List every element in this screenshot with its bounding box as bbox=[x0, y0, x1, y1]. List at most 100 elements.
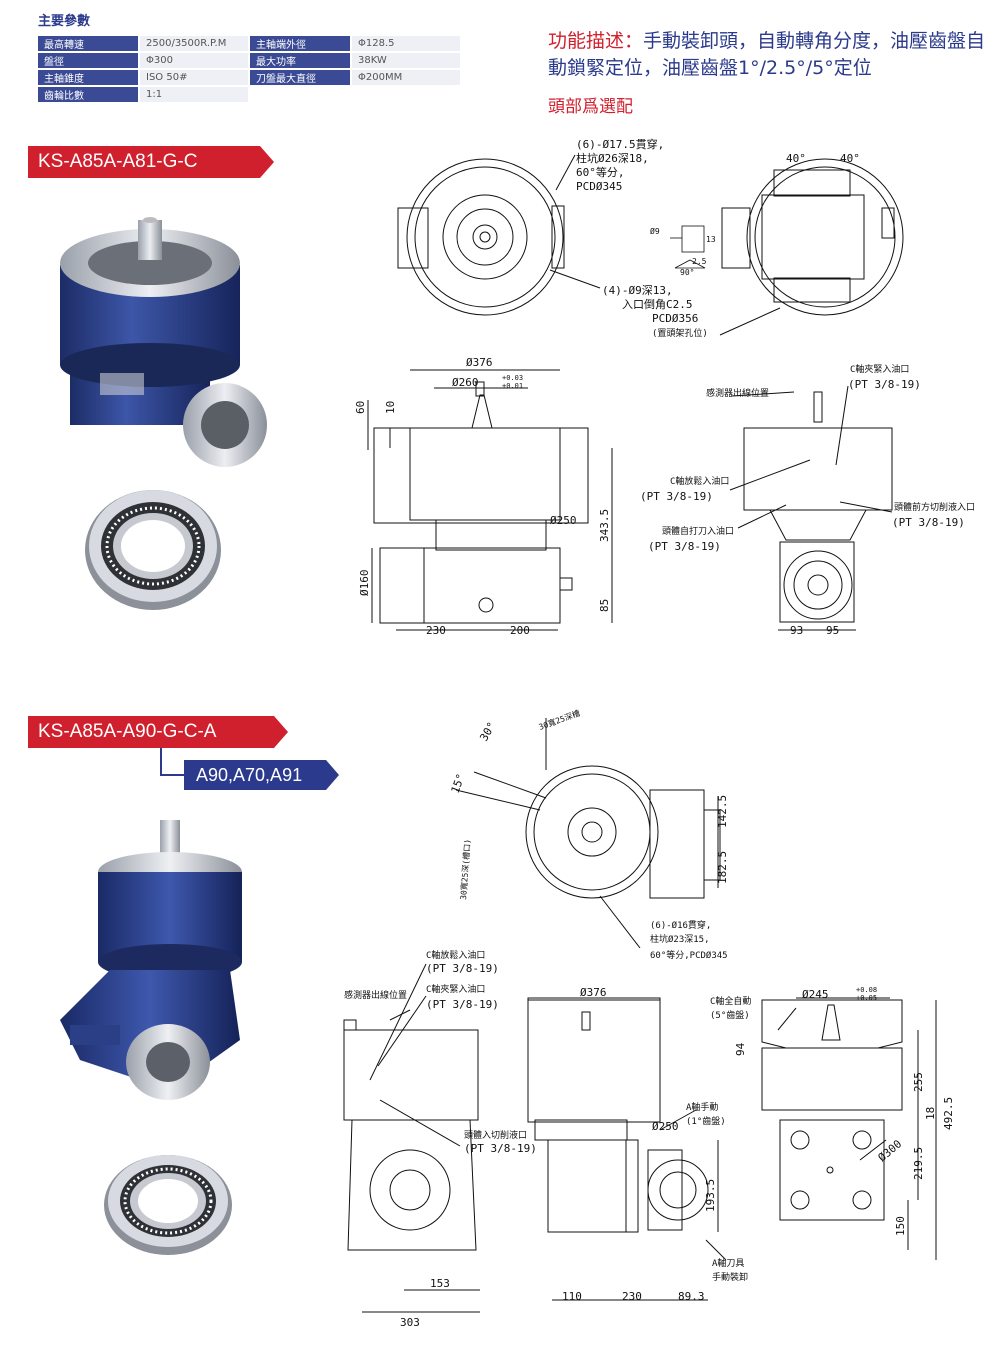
spec-title: 主要參數 bbox=[38, 14, 91, 29]
spec-key: 主軸錐度 bbox=[38, 70, 138, 85]
dimension-label: Ø260 bbox=[452, 376, 479, 389]
table-row: 主軸錐度 ISO 50# 刀盤最大直徑 Φ200MM bbox=[38, 70, 460, 85]
port-spec: (PT 3/8-19) bbox=[892, 516, 965, 529]
port-label: C軸放鬆入油口 bbox=[426, 949, 485, 961]
axis-note: C軸全自動 bbox=[710, 995, 751, 1007]
spec-value: Φ200MM bbox=[352, 70, 460, 85]
tag-connector bbox=[160, 748, 186, 776]
angle-label: 40° bbox=[840, 152, 860, 165]
dimension-label: 13 bbox=[706, 235, 716, 244]
dimension-label: 150 bbox=[894, 1216, 907, 1236]
dimension-label: 193.5 bbox=[704, 1179, 717, 1212]
hole-note-1b: 柱坑Ø26深18, bbox=[576, 151, 649, 165]
technical-drawing-a81: (6)-Ø17.5貫穿, 柱坑Ø26深18, 60°等分, PCDØ345 (4… bbox=[354, 137, 975, 637]
dimension-label: 93 bbox=[790, 624, 803, 637]
spec-key: 最大功率 bbox=[250, 53, 350, 68]
table-row: 盤徑 Φ300 最大功率 38KW bbox=[38, 53, 460, 68]
spec-key: 齒輪比數 bbox=[38, 87, 138, 102]
dimension-label: 60 bbox=[354, 401, 367, 414]
dimension-label: Ø376 bbox=[580, 986, 607, 999]
hole-note-2d: (置頭架孔位) bbox=[652, 327, 708, 339]
port-label: C軸放鬆入油口 bbox=[670, 475, 729, 487]
sensor-label: 感測器出線位置 bbox=[344, 989, 407, 1001]
dimension-label: 110 bbox=[562, 1290, 582, 1303]
dimension-label: Ø250 bbox=[550, 514, 577, 527]
dimension-label: Ø9 bbox=[650, 226, 660, 236]
hole-note: 60°等分,PCDØ345 bbox=[650, 949, 728, 961]
hole-note-1c: 60°等分, bbox=[576, 165, 625, 179]
dimension-label: 200 bbox=[510, 624, 530, 637]
hole-note-2a: (4)-Ø9深13, bbox=[602, 284, 673, 297]
spec-value: ISO 50# bbox=[140, 70, 248, 85]
spec-value: 38KW bbox=[352, 53, 460, 68]
angle-label: 30° bbox=[477, 720, 498, 744]
dimension-label: 492.5 bbox=[942, 1097, 955, 1130]
dimension-label: 153 bbox=[430, 1277, 450, 1290]
dimension-label: 94 bbox=[734, 1042, 747, 1056]
spec-key: 盤徑 bbox=[38, 53, 138, 68]
dimension-label: 85 bbox=[598, 599, 611, 612]
axis-note: A軸刀具 bbox=[712, 1257, 744, 1269]
tolerance-label: +0.05 bbox=[856, 994, 877, 1002]
port-label: C軸夾緊入油口 bbox=[850, 363, 909, 375]
hole-note-1a: (6)-Ø17.5貫穿, bbox=[576, 137, 664, 151]
dimension-label: Ø376 bbox=[466, 356, 493, 369]
optional-note: 頭部爲選配 bbox=[548, 97, 633, 117]
model-tag-2: KS-A85A-A90-G-C-A bbox=[28, 716, 288, 748]
dimension-label: 89.3 bbox=[678, 1290, 705, 1303]
port-spec: (PT 3/8-19) bbox=[640, 490, 713, 503]
port-spec: (PT 3/8-19) bbox=[426, 962, 499, 975]
dimension-label: 182.5 bbox=[716, 851, 729, 884]
table-row: 最高轉速 2500/3500R.P.M 主軸端外徑 Φ128.5 bbox=[38, 36, 460, 51]
dimension-label: 303 bbox=[400, 1316, 420, 1329]
dimension-label: Ø300 bbox=[876, 1137, 905, 1164]
spec-key: 最高轉速 bbox=[38, 36, 138, 51]
dimension-label: Ø160 bbox=[358, 570, 371, 597]
axis-note: (5°齒盤) bbox=[710, 1009, 750, 1021]
dimension-label: 142.5 bbox=[716, 795, 729, 828]
dimension-label: 255 bbox=[912, 1072, 925, 1092]
port-label: 頭體入切削液口 bbox=[464, 1129, 527, 1141]
axis-note: (1°齒盤) bbox=[686, 1115, 726, 1127]
product-photo-gear-ring-2 bbox=[104, 1155, 232, 1255]
port-label: C軸夾緊入油口 bbox=[426, 983, 485, 995]
tolerance-label: +0.03 bbox=[502, 374, 523, 382]
port-spec: (PT 3/8-19) bbox=[426, 998, 499, 1011]
angle-label: 90° bbox=[680, 268, 694, 277]
sensor-label: 感測器出線位置 bbox=[706, 387, 769, 399]
hole-note-2c: PCDØ356 bbox=[652, 312, 698, 325]
dimension-label: 2.5 bbox=[692, 257, 707, 266]
spec-key: 刀盤最大直徑 bbox=[250, 70, 350, 85]
product-photo-gear-ring-1 bbox=[85, 490, 221, 610]
spec-table: 最高轉速 2500/3500R.P.M 主軸端外徑 Φ128.5 盤徑 Φ300… bbox=[36, 34, 462, 104]
model-tag-1: KS-A85A-A81-G-C bbox=[28, 146, 274, 178]
dimension-label: 230 bbox=[426, 624, 446, 637]
dimension-label: 343.5 bbox=[598, 509, 611, 542]
port-label: 頭體前方切削液入口 bbox=[894, 501, 975, 513]
dimension-label: 18 bbox=[924, 1107, 937, 1120]
dimension-label: 10 bbox=[384, 401, 397, 414]
function-description: 功能描述：手動裝卸頭，自動轉角分度，油壓齒盤自動鎖緊定位，油壓齒盤1°/2.5°… bbox=[548, 28, 988, 82]
technical-drawing-a90: 30° 15° 30寬25深槽 30寬25深(槽口) 142.5 182.5 (… bbox=[343, 708, 955, 1329]
angle-label: 15° bbox=[449, 772, 468, 795]
angle-label: 40° bbox=[786, 152, 806, 165]
description-lead: 功能描述： bbox=[548, 30, 644, 52]
tolerance-label: +0.08 bbox=[856, 986, 877, 994]
description-text: 手動裝卸頭，自動轉角分度，油壓齒盤自動鎖緊定位，油壓齒盤1°/2.5°/5°定位 bbox=[548, 30, 986, 79]
spec-value: 2500/3500R.P.M bbox=[140, 36, 248, 51]
product-photo-a90 bbox=[60, 820, 242, 1100]
spec-value: Φ300 bbox=[140, 53, 248, 68]
product-photo-a81 bbox=[60, 217, 267, 467]
hole-note: 柱坑Ø23深15, bbox=[650, 933, 710, 945]
spec-value: 1:1 bbox=[140, 87, 248, 102]
port-spec: (PT 3/8-19) bbox=[648, 540, 721, 553]
tolerance-label: +0.01 bbox=[502, 382, 523, 390]
hole-note: (6)-Ø16貫穿, bbox=[650, 919, 711, 931]
table-row: 齒輪比數 1:1 bbox=[38, 87, 460, 102]
dimension-label: 95 bbox=[826, 624, 839, 637]
dimension-label: 219.5 bbox=[912, 1147, 925, 1180]
axis-note: A軸手動 bbox=[686, 1101, 718, 1113]
dimension-label: 230 bbox=[622, 1290, 642, 1303]
hole-note-2b: 入口倒角C2.5 bbox=[622, 298, 693, 311]
spec-key: 主軸端外徑 bbox=[250, 36, 350, 51]
